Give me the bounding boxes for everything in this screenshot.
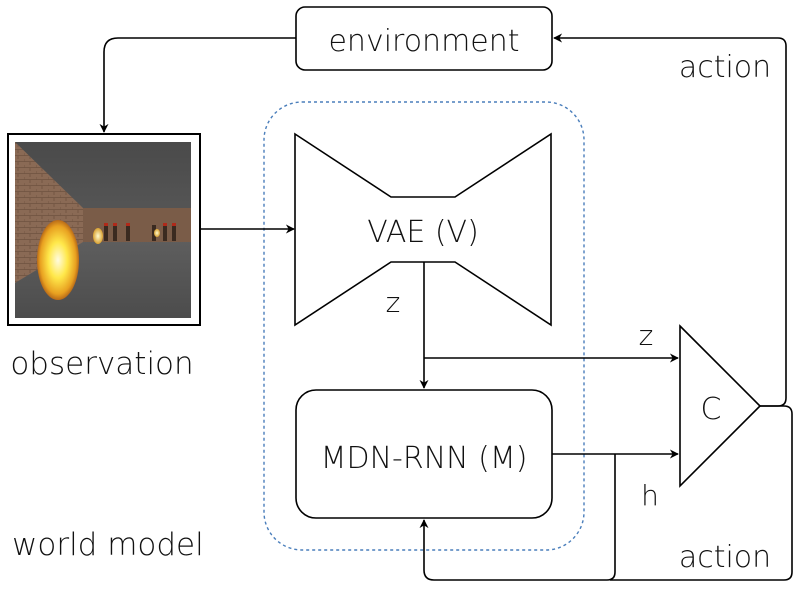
environment-node[interactable]: environment — [295, 6, 553, 71]
controller-label: C — [701, 392, 722, 427]
edge-vae-to-controller-label: z — [639, 319, 654, 352]
edge-controller-to-mdn-label: action — [679, 540, 771, 575]
edge-controller-to-mdn — [610, 405, 793, 581]
observation-node[interactable]: observation — [7, 133, 201, 382]
edge-vae-to-mdn-label: z — [386, 286, 401, 319]
world-model-label: world model — [12, 527, 204, 563]
world-model-group-border — [263, 101, 585, 551]
edge-controller-to-environment — [553, 33, 787, 407]
observation-label: observation — [10, 346, 193, 382]
mdn-rnn-label: MDN-RNN (M) — [321, 441, 528, 476]
observation-image — [15, 142, 191, 318]
vae-node[interactable]: VAE (V) — [294, 132, 552, 327]
vae-label: VAE (V) — [367, 215, 479, 250]
edge-mdn-to-controller-label: h — [641, 479, 659, 512]
mdn-rnn-node[interactable]: MDN-RNN (M) — [295, 389, 553, 519]
environment-label: environment — [328, 24, 519, 59]
controller-node[interactable]: C — [679, 324, 762, 488]
edge-h-feedback — [419, 454, 616, 581]
edge-environment-to-observation — [99, 37, 296, 133]
edge-controller-to-environment-label: action — [679, 50, 771, 85]
